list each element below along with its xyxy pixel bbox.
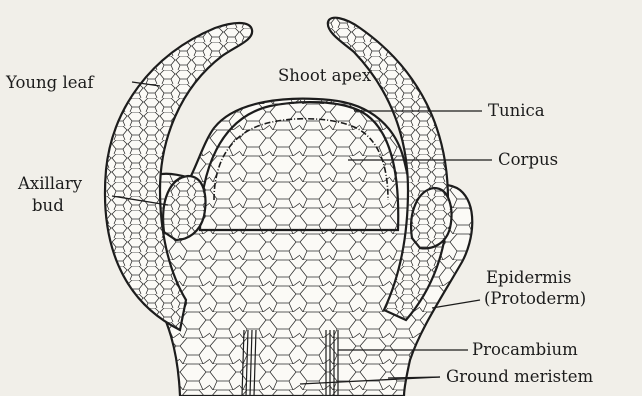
label-ground-meristem: Ground meristem bbox=[446, 367, 594, 386]
label-procambium: Procambium bbox=[472, 340, 578, 359]
label-epidermis-line2: (Protoderm) bbox=[484, 289, 586, 308]
label-axillary-bud-line1: Axillary bbox=[17, 174, 83, 193]
label-corpus: Corpus bbox=[498, 150, 558, 169]
label-young-leaf: Young leaf bbox=[5, 73, 95, 92]
label-shoot-apex: Shoot apex bbox=[278, 66, 372, 85]
label-tunica: Tunica bbox=[488, 101, 545, 120]
label-epidermis-line1: Epidermis bbox=[486, 268, 572, 287]
label-axillary-bud-line2: bud bbox=[32, 196, 64, 215]
